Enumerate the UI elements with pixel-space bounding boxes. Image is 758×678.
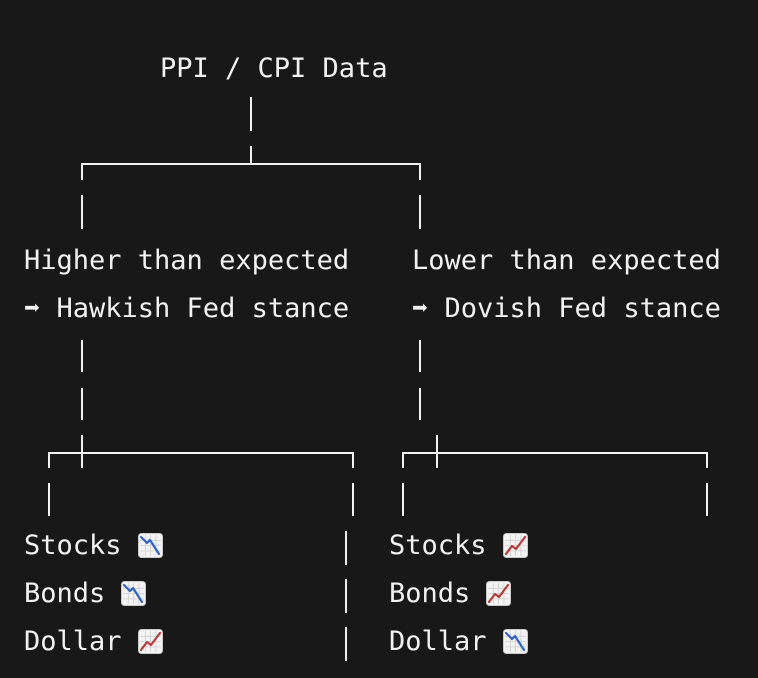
left-bottom-bracket xyxy=(48,452,354,468)
right-bottom-bracket xyxy=(402,452,708,468)
root-label: PPI / CPI Data xyxy=(160,53,388,84)
right-asset-bonds: Bonds xyxy=(389,578,512,609)
chart-decreasing-icon xyxy=(137,533,163,558)
chart-increasing-icon xyxy=(502,533,528,558)
right-asset-dollar: Dollar xyxy=(389,628,528,655)
top-bracket xyxy=(81,163,421,180)
left-condition: Higher than expected xyxy=(24,245,350,276)
left-asset-dollar: Dollar xyxy=(24,628,163,655)
asset-label: Dollar xyxy=(389,626,487,657)
right-asset-stocks: Stocks xyxy=(389,532,528,559)
left-stance: ➡ Hawkish Fed stance xyxy=(24,293,350,324)
chart-increasing-icon xyxy=(486,581,512,606)
left-asset-bonds: Bonds xyxy=(24,578,147,609)
chart-decreasing-icon xyxy=(121,581,147,606)
asset-label: Bonds xyxy=(24,578,106,609)
asset-label: Dollar xyxy=(24,626,122,657)
asset-label: Bonds xyxy=(389,578,471,609)
chart-decreasing-icon xyxy=(502,629,528,654)
right-condition: Lower than expected xyxy=(412,245,721,276)
asset-label: Stocks xyxy=(24,530,122,561)
right-stance: ➡ Dovish Fed stance xyxy=(412,293,721,324)
left-asset-stocks: Stocks xyxy=(24,532,163,559)
asset-label: Stocks xyxy=(389,530,487,561)
chart-increasing-icon xyxy=(137,629,163,654)
